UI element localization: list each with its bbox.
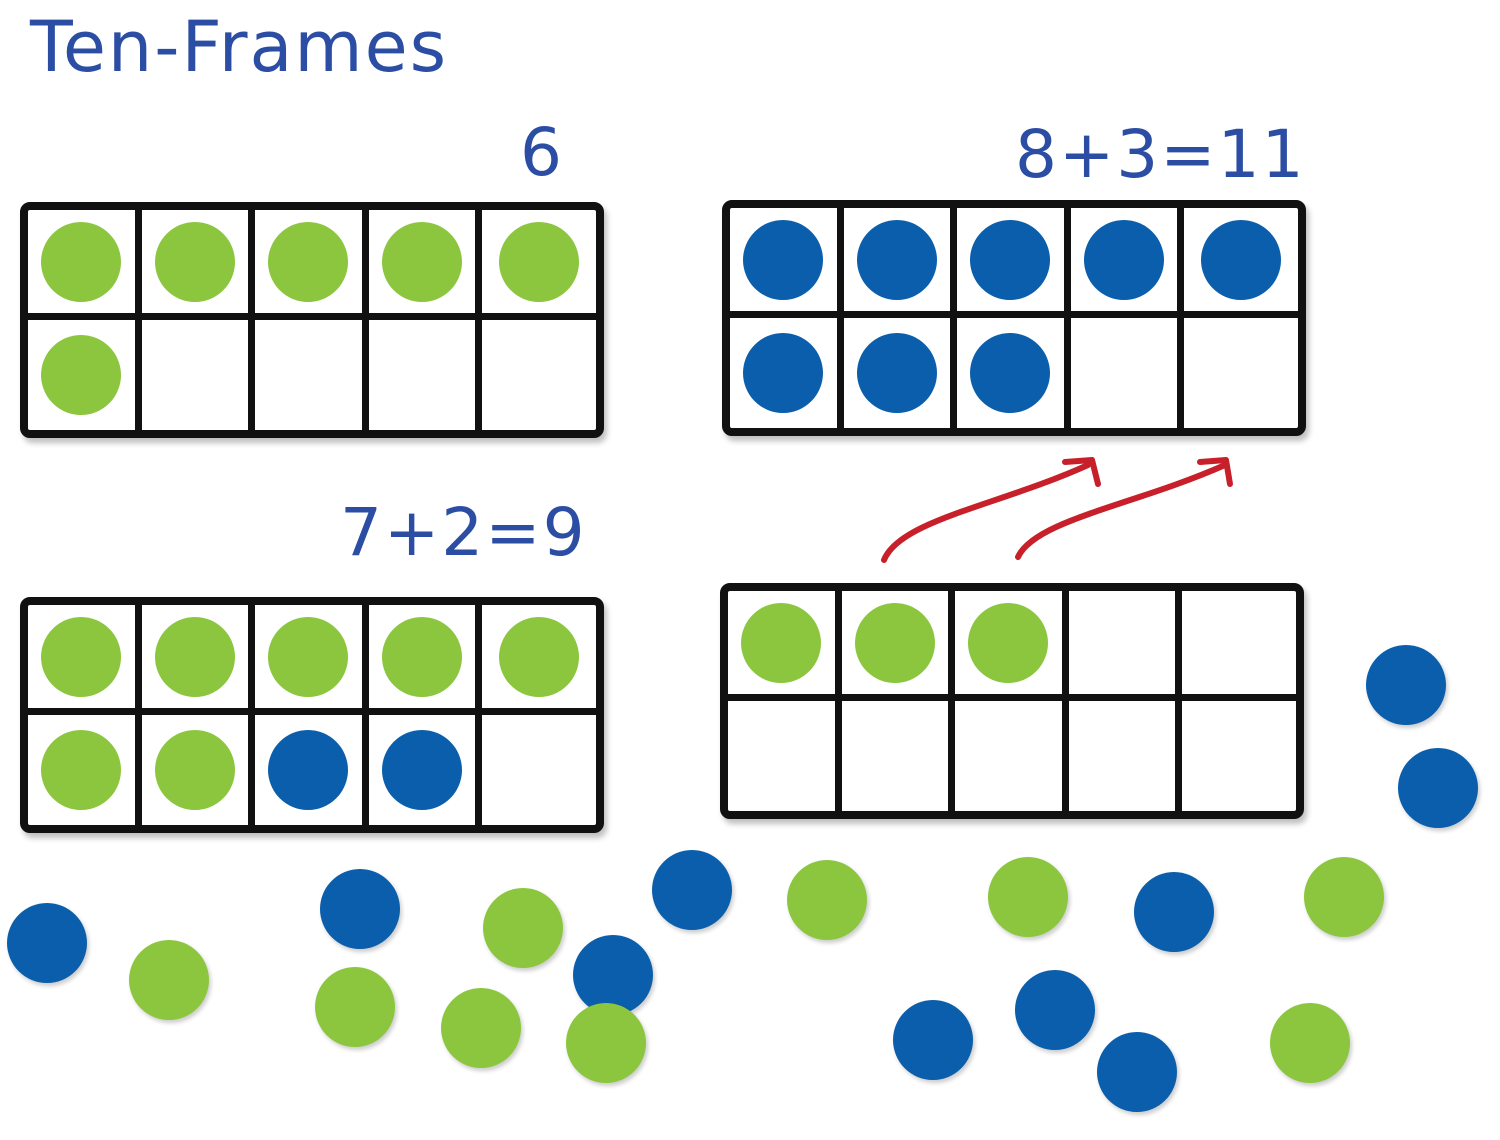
frame-cell <box>369 320 483 430</box>
frame-cell <box>955 701 1069 811</box>
frame-label-eight-plus-three: 8+3=11 <box>1015 116 1306 193</box>
frame-cell <box>1068 591 1183 701</box>
frame-cell <box>957 208 1071 318</box>
blue-counter[interactable] <box>970 219 1051 300</box>
green-counter[interactable] <box>499 221 580 302</box>
loose-blue-counter[interactable] <box>893 1000 973 1080</box>
frame-cell <box>255 605 369 715</box>
loose-green-counter[interactable] <box>315 967 395 1047</box>
frame-cell <box>730 318 844 428</box>
frame-cell <box>28 715 142 825</box>
loose-blue-counter[interactable] <box>1366 645 1446 725</box>
loose-green-counter[interactable] <box>988 857 1068 937</box>
blue-counter[interactable] <box>382 730 463 810</box>
loose-green-counter[interactable] <box>441 988 521 1068</box>
frame-cell <box>28 605 142 715</box>
arrow-1-shaft <box>881 462 1091 563</box>
frame-cell <box>841 591 956 701</box>
loose-blue-counter[interactable] <box>573 935 653 1015</box>
frame-cell <box>368 605 483 715</box>
green-counter[interactable] <box>382 221 463 302</box>
frame-cell <box>730 208 844 318</box>
green-counter[interactable] <box>854 602 935 683</box>
ten-frame-seven-plus-two <box>20 597 604 833</box>
arrow-2-head <box>1197 457 1233 487</box>
frame-cell <box>955 591 1069 701</box>
ten-frame-six <box>20 202 604 438</box>
ten-frame-three <box>720 583 1304 819</box>
ten-frame-eight-plus-three <box>722 200 1306 436</box>
frame-cell <box>141 605 256 715</box>
blue-counter[interactable] <box>1201 219 1282 300</box>
arrow-2 <box>1015 457 1233 560</box>
frame-cell <box>142 715 256 825</box>
loose-blue-counter[interactable] <box>1398 748 1478 828</box>
loose-green-counter[interactable] <box>483 888 563 968</box>
blue-counter[interactable] <box>268 730 349 810</box>
loose-blue-counter[interactable] <box>320 869 400 949</box>
green-counter[interactable] <box>41 335 122 415</box>
green-counter[interactable] <box>154 730 235 810</box>
frame-cell <box>1070 208 1185 318</box>
blue-counter[interactable] <box>743 219 824 300</box>
frame-cell <box>728 701 842 811</box>
frame-cell <box>1071 318 1185 428</box>
blue-counter[interactable] <box>856 219 937 300</box>
frame-cell <box>482 210 596 320</box>
frame-cell <box>957 318 1071 428</box>
frame-cell <box>728 591 842 701</box>
arrow-1 <box>881 457 1101 563</box>
loose-blue-counter[interactable] <box>1134 872 1214 952</box>
blue-counter[interactable] <box>1084 219 1165 300</box>
frame-cell <box>368 210 483 320</box>
green-counter[interactable] <box>499 616 580 697</box>
green-counter[interactable] <box>968 602 1049 683</box>
green-counter[interactable] <box>154 221 235 302</box>
frame-cell <box>482 605 596 715</box>
frame-cell <box>255 320 369 430</box>
green-counter[interactable] <box>268 616 349 697</box>
green-counter[interactable] <box>268 221 349 302</box>
loose-blue-counter[interactable] <box>7 903 87 983</box>
frame-cell <box>255 715 369 825</box>
loose-blue-counter[interactable] <box>652 850 732 930</box>
blue-counter[interactable] <box>743 333 824 413</box>
loose-green-counter[interactable] <box>1270 1003 1350 1083</box>
green-counter[interactable] <box>741 602 822 683</box>
frame-cell <box>255 210 369 320</box>
arrow-1-head <box>1062 457 1101 487</box>
frame-cell <box>1069 701 1183 811</box>
loose-green-counter[interactable] <box>129 940 209 1020</box>
frame-cell <box>28 320 142 430</box>
frame-label-seven-plus-two: 7+2=9 <box>340 494 587 571</box>
loose-green-counter[interactable] <box>1304 857 1384 937</box>
frame-cell <box>842 701 956 811</box>
frame-cell <box>141 210 256 320</box>
frame-cell <box>142 320 256 430</box>
loose-blue-counter[interactable] <box>1097 1032 1177 1112</box>
loose-blue-counter[interactable] <box>1015 970 1095 1050</box>
loose-green-counter[interactable] <box>787 860 867 940</box>
blue-counter[interactable] <box>970 333 1051 413</box>
frame-cell <box>843 208 958 318</box>
frame-cell <box>1182 591 1296 701</box>
green-counter[interactable] <box>382 616 463 697</box>
loose-green-counter[interactable] <box>566 1003 646 1083</box>
frame-label-six: 6 <box>520 114 564 191</box>
frame-cell <box>844 318 958 428</box>
frame-cell <box>28 210 142 320</box>
page-title: Ten-Frames <box>30 6 449 88</box>
frame-cell <box>1184 208 1298 318</box>
arrow-2-shaft <box>1015 462 1228 560</box>
green-counter[interactable] <box>41 221 122 302</box>
green-counter[interactable] <box>41 730 122 810</box>
frame-cell <box>369 715 483 825</box>
green-counter[interactable] <box>154 616 235 697</box>
green-counter[interactable] <box>41 616 122 697</box>
blue-counter[interactable] <box>856 333 937 413</box>
